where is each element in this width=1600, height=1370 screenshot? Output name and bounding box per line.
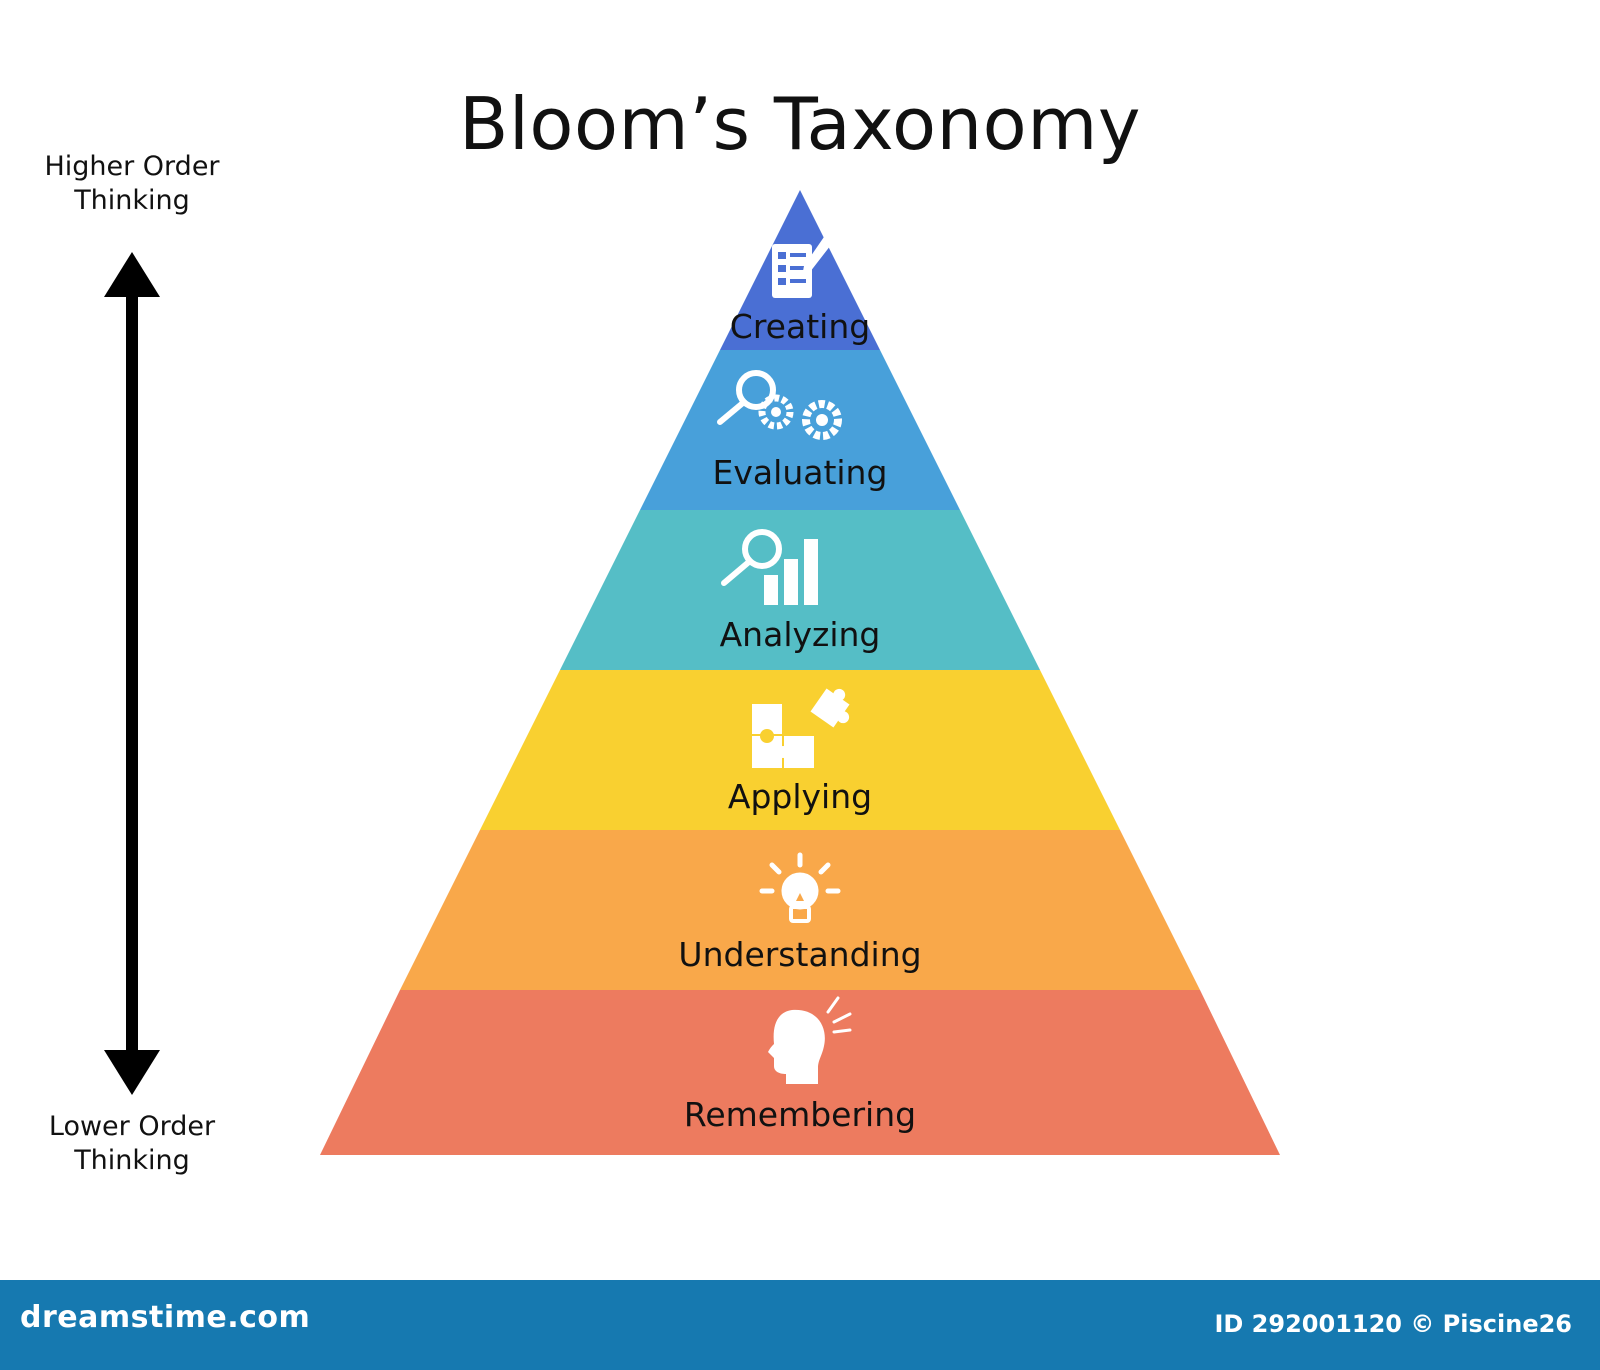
diagram-canvas: Bloom’s Taxonomy Higher Order Thinking L…	[12, 82, 1280, 1178]
lightbulb-icon	[759, 852, 841, 923]
lower-order-line-2: Thinking	[74, 1145, 190, 1176]
arrow-head-up	[104, 252, 160, 297]
footer-brand[interactable]: dreamstime.com	[20, 1300, 311, 1335]
magnifier-bar-chart-icon	[721, 529, 818, 605]
level-creating-label: Creating	[730, 307, 870, 346]
pyramid-diagram: Creating Evaluating Analyzing Applying U…	[104, 190, 1280, 1155]
lower-order-line-1: Lower Order	[48, 1111, 216, 1142]
footer-bar: dreamstime.com ID 292001120 © Piscine26	[0, 1280, 1600, 1370]
higher-order-line-2: Thinking	[74, 185, 190, 216]
level-applying-label: Applying	[728, 777, 872, 816]
higher-order-label: Higher Order Thinking	[12, 150, 252, 218]
puzzle-pieces-icon	[752, 688, 850, 768]
level-labels: Creating Evaluating Analyzing Applying U…	[678, 307, 921, 1134]
level-remembering-label: Remembering	[684, 1095, 916, 1134]
level-analyzing-label: Analyzing	[720, 615, 881, 654]
arrow-shaft	[126, 285, 138, 1055]
level-understanding-label: Understanding	[678, 935, 921, 974]
checklist-pencil-icon	[772, 234, 834, 298]
diagram-title: Bloom’s Taxonomy	[459, 82, 1141, 166]
footer-credit: ID 292001120 © Piscine26	[1214, 1310, 1572, 1338]
lower-order-label: Lower Order Thinking	[12, 1110, 252, 1178]
higher-order-line-1: Higher Order	[44, 151, 220, 182]
arrow-head-down	[104, 1050, 160, 1095]
magnifier-gears-icon	[717, 370, 842, 440]
level-evaluating-band	[640, 350, 960, 510]
level-analyzing-band	[560, 510, 1040, 670]
level-evaluating-label: Evaluating	[713, 453, 888, 492]
thinking-order-arrow	[104, 252, 160, 1095]
level-understanding-band	[400, 830, 1200, 990]
head-thinking-icon	[768, 996, 852, 1084]
